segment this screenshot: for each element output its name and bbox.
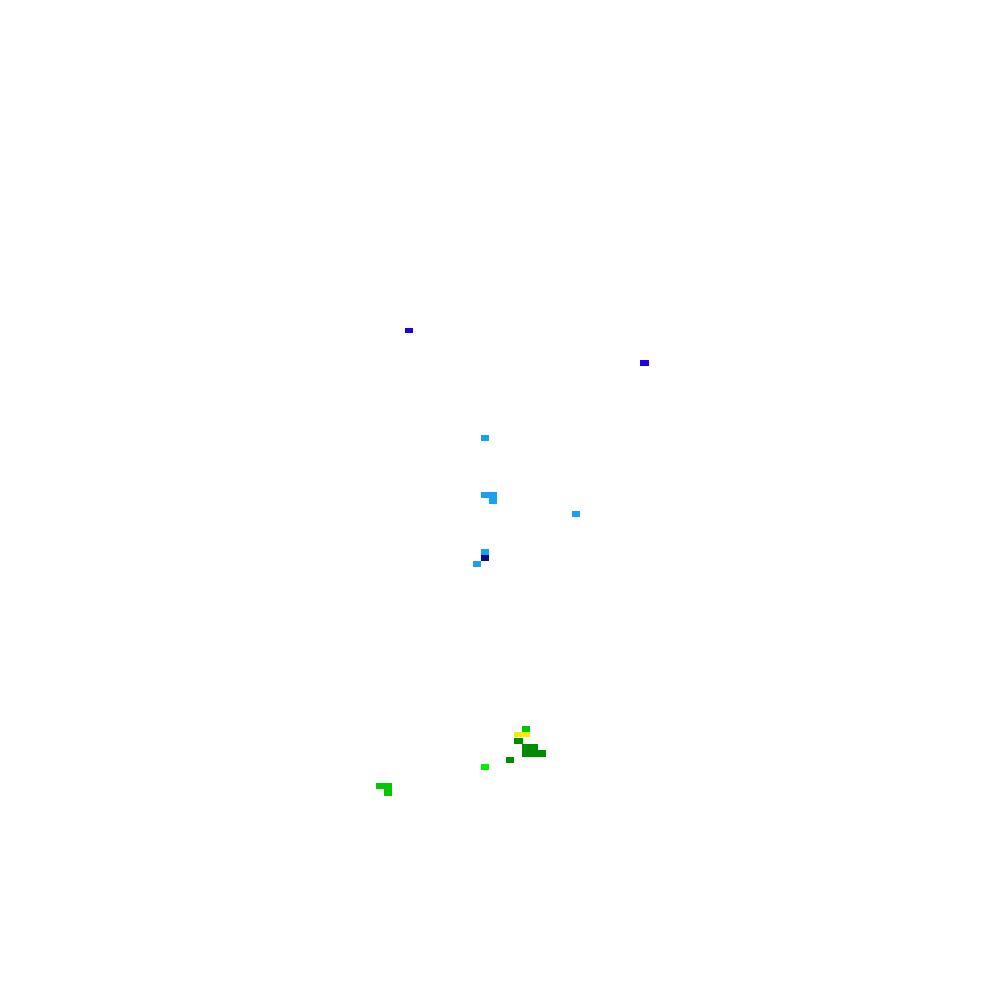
pixel-cell [506, 757, 514, 763]
pixel-cell [640, 360, 649, 366]
pixel-cell [481, 492, 497, 498]
pixel-cell [572, 511, 580, 517]
pixel-cell [489, 498, 497, 504]
pixel-cell [522, 744, 538, 750]
dark-green-cells [506, 738, 546, 763]
pixel-cell [522, 750, 546, 757]
sky-cells [473, 435, 580, 567]
pixel-cell [405, 328, 413, 333]
pixel-cell [384, 789, 392, 796]
pixel-cell [481, 435, 489, 441]
pixel-cell [481, 764, 489, 770]
pixel-cell [473, 561, 481, 567]
green-cells [376, 726, 530, 796]
pixel-cell [481, 555, 489, 561]
pixel-cell [522, 726, 530, 732]
pixel-cell [376, 783, 392, 789]
lime-cells [481, 764, 489, 770]
blue-cells [405, 328, 649, 366]
pixel-cell [514, 732, 530, 737]
yellow-cell [514, 732, 530, 737]
pixel-cell [481, 549, 489, 555]
navy-cell [481, 555, 489, 561]
pixel-cell [514, 738, 523, 744]
